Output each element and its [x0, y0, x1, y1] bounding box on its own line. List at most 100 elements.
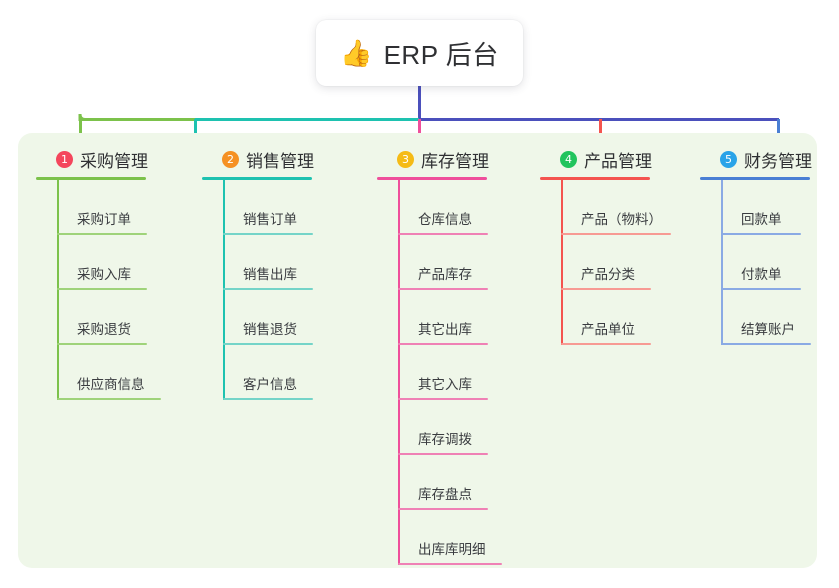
- branch-column-4: 4 产品管理 产品（物料） 产品分类 产品单位: [540, 146, 700, 345]
- leaf-rule: [721, 343, 811, 345]
- branch-column-3: 3 库存管理 仓库信息 产品库存 其它出库 其它入库 库存调拨: [377, 146, 537, 565]
- leaf-rule: [398, 453, 488, 455]
- leaf-rule: [223, 288, 313, 290]
- branch-rule-3: [377, 177, 487, 180]
- branch-header-4[interactable]: 4 产品管理: [540, 146, 700, 172]
- leaf-label: 销售出库: [243, 267, 297, 282]
- branch-spine-5: [721, 180, 723, 345]
- list-item[interactable]: 采购订单: [57, 180, 186, 235]
- list-item[interactable]: 其它出库: [398, 290, 537, 345]
- list-item[interactable]: 销售出库: [223, 235, 352, 290]
- list-item[interactable]: 采购退货: [57, 290, 186, 345]
- branch-children-3: 仓库信息 产品库存 其它出库 其它入库 库存调拨 库存盘点: [398, 180, 537, 565]
- branch-badge-2: 2: [222, 150, 239, 168]
- branch-spine-4: [561, 180, 563, 345]
- leaf-rule: [223, 233, 313, 235]
- list-item[interactable]: 产品分类: [561, 235, 700, 290]
- branch-badge-5: 5: [720, 150, 737, 168]
- leaf-label: 其它入库: [418, 377, 472, 392]
- branch-column-5: 5 财务管理 回款单 付款单 结算账户: [700, 146, 839, 345]
- list-item[interactable]: 采购入库: [57, 235, 186, 290]
- leaf-rule: [57, 288, 147, 290]
- leaf-rule: [398, 398, 488, 400]
- leaf-rule: [398, 343, 488, 345]
- branch-label-1: 采购管理: [80, 151, 148, 171]
- branches-panel: [18, 133, 817, 568]
- branch-children-5: 回款单 付款单 结算账户: [721, 180, 839, 345]
- leaf-label: 客户信息: [243, 377, 297, 392]
- list-item[interactable]: 库存调拨: [398, 400, 537, 455]
- leaf-rule: [57, 398, 161, 400]
- leaf-label: 仓库信息: [418, 212, 472, 227]
- leaf-rule: [223, 343, 313, 345]
- list-item[interactable]: 仓库信息: [398, 180, 537, 235]
- branch-header-5[interactable]: 5 财务管理: [700, 146, 839, 172]
- leaf-label: 产品（物料）: [581, 212, 662, 227]
- branch-children-4: 产品（物料） 产品分类 产品单位: [561, 180, 700, 345]
- branch-spine-1: [57, 180, 59, 400]
- leaf-rule: [721, 288, 801, 290]
- list-item[interactable]: 销售订单: [223, 180, 352, 235]
- leaf-rule: [398, 508, 488, 510]
- branch-label-2: 销售管理: [246, 151, 314, 171]
- root-title: ERP 后台: [383, 39, 499, 70]
- branch-label-3: 库存管理: [421, 151, 489, 171]
- leaf-label: 产品分类: [581, 267, 635, 282]
- list-item[interactable]: 销售退货: [223, 290, 352, 345]
- thumbs-up-icon: 👍: [340, 38, 373, 68]
- list-item[interactable]: 其它入库: [398, 345, 537, 400]
- list-item[interactable]: 产品（物料）: [561, 180, 700, 235]
- leaf-label: 出库库明细: [418, 542, 486, 557]
- branch-header-1[interactable]: 1 采购管理: [36, 146, 186, 172]
- branch-header-2[interactable]: 2 销售管理: [202, 146, 352, 172]
- leaf-label: 采购退货: [77, 322, 131, 337]
- leaf-rule: [398, 288, 488, 290]
- leaf-label: 采购入库: [77, 267, 131, 282]
- branch-label-5: 财务管理: [744, 151, 812, 171]
- branch-spine-3: [398, 180, 400, 565]
- list-item[interactable]: 结算账户: [721, 290, 839, 345]
- leaf-label: 结算账户: [741, 322, 795, 337]
- leaf-rule: [561, 288, 651, 290]
- leaf-rule: [721, 233, 801, 235]
- branch-badge-4: 4: [560, 150, 577, 168]
- leaf-rule: [57, 343, 147, 345]
- branch-rule-5: [700, 177, 810, 180]
- list-item[interactable]: 供应商信息: [57, 345, 186, 400]
- leaf-rule: [57, 233, 147, 235]
- branch-children-1: 采购订单 采购入库 采购退货 供应商信息: [57, 180, 186, 400]
- leaf-label: 销售退货: [243, 322, 297, 337]
- leaf-rule: [561, 233, 671, 235]
- leaf-rule: [223, 398, 313, 400]
- branch-children-2: 销售订单 销售出库 销售退货 客户信息: [223, 180, 352, 400]
- root-node[interactable]: 👍 ERP 后台: [316, 20, 523, 86]
- list-item[interactable]: 客户信息: [223, 345, 352, 400]
- leaf-label: 产品单位: [581, 322, 635, 337]
- leaf-label: 回款单: [741, 212, 782, 227]
- leaf-rule: [398, 233, 488, 235]
- list-item[interactable]: 出库库明细: [398, 510, 537, 565]
- leaf-label: 库存调拨: [418, 432, 472, 447]
- branch-header-3[interactable]: 3 库存管理: [377, 146, 537, 172]
- branch-spine-2: [223, 180, 225, 400]
- list-item[interactable]: 回款单: [721, 180, 839, 235]
- leaf-label: 销售订单: [243, 212, 297, 227]
- list-item[interactable]: 付款单: [721, 235, 839, 290]
- branch-rule-1: [36, 177, 146, 180]
- branch-badge-3: 3: [397, 150, 414, 168]
- branch-label-4: 产品管理: [584, 151, 652, 171]
- list-item[interactable]: 产品单位: [561, 290, 700, 345]
- list-item[interactable]: 库存盘点: [398, 455, 537, 510]
- branch-rule-2: [202, 177, 312, 180]
- leaf-label: 其它出库: [418, 322, 472, 337]
- leaf-rule: [561, 343, 651, 345]
- drop-branch-1: [78, 113, 86, 121]
- leaf-label: 产品库存: [418, 267, 472, 282]
- list-item[interactable]: 产品库存: [398, 235, 537, 290]
- leaf-label: 供应商信息: [77, 377, 145, 392]
- leaf-label: 付款单: [741, 267, 782, 282]
- leaf-label: 采购订单: [77, 212, 131, 227]
- branch-column-2: 2 销售管理 销售订单 销售出库 销售退货 客户信息: [202, 146, 352, 400]
- leaf-rule: [398, 563, 502, 565]
